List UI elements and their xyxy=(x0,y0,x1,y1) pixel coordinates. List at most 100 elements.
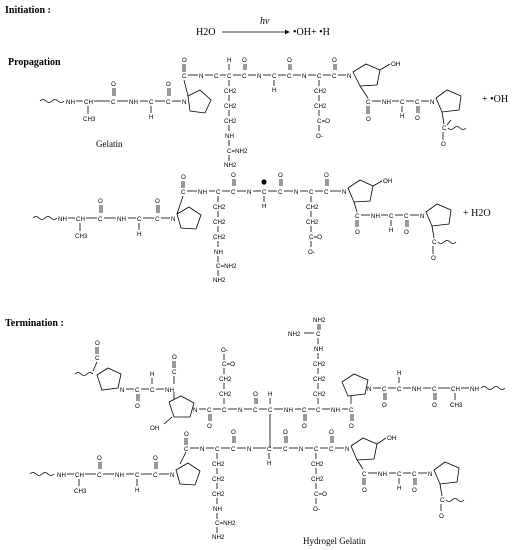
atom-label: C xyxy=(207,407,212,414)
atom-label: C xyxy=(366,99,371,106)
atom-label: O xyxy=(135,403,140,410)
atom-label: C xyxy=(267,446,272,453)
atom-label: H xyxy=(150,371,154,378)
atom-label: O xyxy=(382,402,387,409)
atom-label: O xyxy=(253,391,258,398)
atom-label: O xyxy=(287,57,292,64)
hydrogel-caption: Hydrogel Gelatin xyxy=(303,536,366,546)
atom-label: C xyxy=(302,407,307,414)
atom-label: O xyxy=(355,229,360,236)
atom-label: O xyxy=(404,229,409,236)
atom-label: O- xyxy=(313,506,320,513)
atom-label: NH2 xyxy=(224,162,237,169)
radical-products: •OH+ •H xyxy=(293,27,330,38)
atom-label: NH xyxy=(214,249,223,256)
atom-label: H xyxy=(135,487,139,494)
atom-label: CH2 xyxy=(213,234,226,241)
atom-label: CH2 xyxy=(212,491,225,498)
hydrogel-upper-chain: C O N C O C H NH C O OH N C xyxy=(74,317,506,448)
atom-label: N xyxy=(200,446,204,453)
atom-label: C xyxy=(382,386,387,393)
atom-label: O xyxy=(439,513,444,520)
atom-label: C xyxy=(181,189,186,196)
atom-label: CH2 xyxy=(212,476,225,483)
atom-label: O xyxy=(172,354,177,361)
atom-label: O xyxy=(231,429,236,436)
atom-label: H xyxy=(262,203,266,210)
proline-ring xyxy=(96,367,122,391)
gelatin-radical-molecule: NH CH CH3 C O NH C H C O N C O xyxy=(32,172,457,284)
hydrogel-lower-chain: NH CH CH3 C O NH C H C O N C O xyxy=(29,429,465,541)
atom-label: N xyxy=(367,386,371,393)
atom-label: C xyxy=(268,407,273,414)
atom-label: O- xyxy=(316,133,323,140)
atom-label: NH xyxy=(284,407,293,414)
atom-label: CH2 xyxy=(311,476,324,483)
wavy-bond xyxy=(437,240,457,244)
wavy-bond xyxy=(445,498,465,502)
atom-label: C=O xyxy=(317,118,330,125)
proline-ring xyxy=(425,203,452,227)
atom-label: NH xyxy=(117,216,126,223)
hydroxyproline-ring xyxy=(347,179,374,203)
proline-ring xyxy=(175,462,201,486)
atom-label: O xyxy=(231,172,236,179)
atom-label: O- xyxy=(308,249,315,256)
proline-ring xyxy=(435,89,462,113)
atom-label: CH2 xyxy=(212,461,225,468)
atom-label: NH xyxy=(213,506,222,513)
gelatin-caption: Gelatin xyxy=(96,139,123,149)
atom-label: C xyxy=(166,99,171,106)
atom-label: CH2 xyxy=(313,361,326,368)
atom-label: CH2 xyxy=(313,376,326,383)
atom-label: O xyxy=(278,172,283,179)
wavy-bond xyxy=(447,126,467,130)
atom-label: NH xyxy=(225,133,234,140)
atom-label: O xyxy=(349,423,354,430)
atom-label: CH2 xyxy=(224,88,237,95)
atom-label: C xyxy=(272,73,277,80)
atom-label: C xyxy=(95,355,100,362)
atom-label: CH xyxy=(451,386,460,393)
atom-label: O xyxy=(181,174,186,181)
atom-label: N xyxy=(299,446,303,453)
wavy-bond xyxy=(39,99,65,103)
atom-label: N xyxy=(257,73,261,80)
atom-label: C xyxy=(432,239,437,246)
atom-label: O xyxy=(182,57,187,64)
atom-label: O xyxy=(98,198,103,205)
atom-label: C xyxy=(242,73,247,80)
atom-label: C xyxy=(222,407,227,414)
atom-label: CH3 xyxy=(83,116,96,123)
atom-label: N xyxy=(238,407,242,414)
atom-label: C xyxy=(97,472,102,479)
atom-label: C xyxy=(404,213,409,220)
atom-label: C xyxy=(216,189,221,196)
atom-label: O xyxy=(153,455,158,462)
atom-label: NH2 xyxy=(288,331,301,338)
atom-label: O xyxy=(412,487,417,494)
hydroxyproline-ring xyxy=(350,437,378,461)
atom-label: C xyxy=(309,189,314,196)
atom-label: C xyxy=(283,446,288,453)
atom-label: C xyxy=(314,446,319,453)
proline-ring xyxy=(341,373,369,397)
atom-label: NH xyxy=(314,346,323,353)
atom-label: CH3 xyxy=(450,402,463,409)
atom-label: O xyxy=(441,141,446,148)
atom-label: H xyxy=(137,231,141,238)
atom-label: N xyxy=(302,73,306,80)
atom-label: CH xyxy=(75,472,84,479)
atom-label: C=O xyxy=(222,361,235,368)
atom-label: C xyxy=(397,471,402,478)
atom-label: NH xyxy=(412,386,421,393)
atom-label: CH3 xyxy=(74,488,87,495)
atom-label: C xyxy=(184,446,189,453)
atom-label: N xyxy=(199,73,203,80)
atom-label: C xyxy=(397,386,402,393)
atom-label: O xyxy=(362,487,367,494)
atom-label: NH xyxy=(378,471,387,478)
atom-label: CH2 xyxy=(306,219,319,226)
atom-label: H xyxy=(389,227,393,234)
